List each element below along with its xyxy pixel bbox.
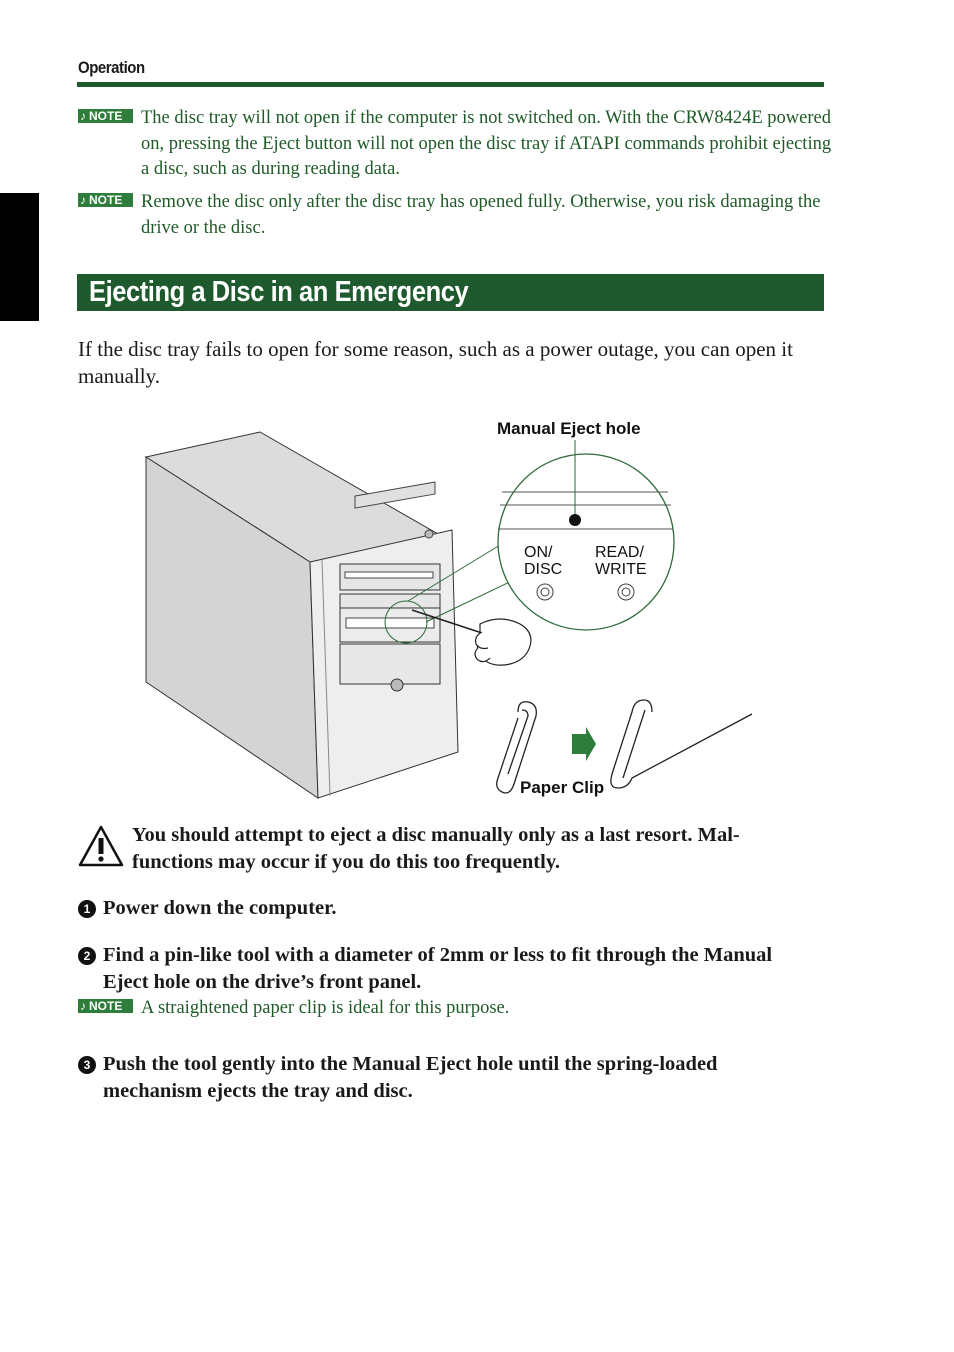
on-disc-label: ON/ DISC [524,544,562,578]
note-text: The disc tray will not open if the compu… [141,108,832,179]
note-badge-label: NOTE [89,109,123,123]
step-number: 1 [78,900,96,918]
step-number: 3 [78,1056,96,1074]
music-note-icon: ♪ [80,193,86,207]
read-write-line-1: READ/ [595,544,644,561]
step-text: Power down the computer. [103,897,337,919]
on-disc-line-2: DISC [524,561,563,578]
music-note-icon: ♪ [80,999,86,1013]
pc-tower-illustration [144,431,753,799]
step-text: Find a pin-like tool with a diameter of … [103,944,773,993]
side-tab-marker [0,193,39,321]
paper-clip-label: Paper Clip [520,778,605,797]
music-note-icon: ♪ [80,109,86,123]
note-badge-label: NOTE [89,193,123,207]
intro-paragraph: If the disc tray fails to open for some … [78,337,793,388]
step-number: 2 [78,947,96,965]
header-rule [77,82,824,87]
note-text: Remove the disc only after the disc tray… [141,192,821,238]
note-badge: ♪ NOTE [78,193,133,207]
note-badge: ♪ NOTE [78,999,133,1013]
step-text: Push the tool gently into the Manual Eje… [103,1053,718,1102]
read-write-label: READ/ WRITE [595,544,647,578]
section-heading-bar: Ejecting a Disc in an Emergency [77,274,824,311]
warning-triangle-icon [78,825,124,867]
section-heading: Ejecting a Disc in an Emergency [89,276,469,308]
eject-illustration: Manual Eject hole ON/ DISC READ/ WRITE P… [140,412,780,804]
section-label: Operation [78,58,145,77]
read-write-line-2: WRITE [595,561,647,578]
note-text: A straightened paper clip is ideal for t… [141,998,510,1018]
on-disc-line-1: ON/ [524,544,553,561]
manual-eject-hole-label: Manual Eject hole [497,419,641,438]
note-badge-label: NOTE [89,999,123,1013]
note-badge: ♪ NOTE [78,109,133,123]
warning-text: You should attempt to eject a disc manua… [132,824,740,873]
